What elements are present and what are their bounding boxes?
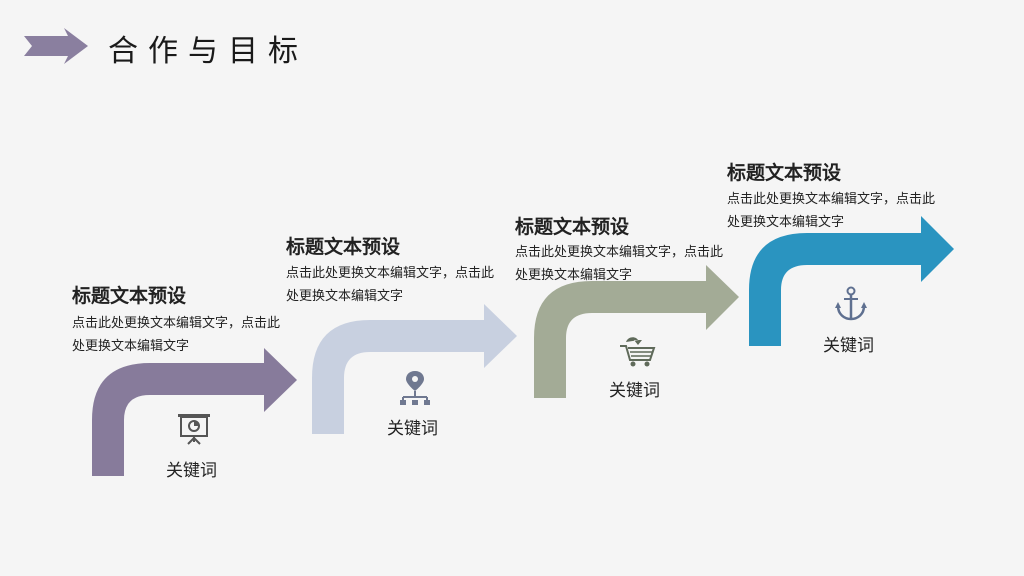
page-title: 合作与目标: [108, 34, 308, 69]
step-2-keyword: 关键词: [387, 419, 438, 439]
step-1-keyword: 关键词: [166, 461, 217, 481]
step-2-description: 点击此处更换文本编辑文字，点击此处更换文本编辑文字: [286, 266, 495, 304]
step-3-title: 标题文本预设: [515, 216, 630, 238]
step-1-title: 标题文本预设: [72, 285, 187, 307]
step-1-description: 点击此处更换文本编辑文字，点击此处更换文本编辑文字: [72, 316, 281, 354]
bent-arrow-3: [534, 265, 739, 398]
shopping-cart-icon: [620, 337, 656, 367]
bent-arrow-2: [312, 304, 517, 434]
bent-arrow-1: [92, 348, 297, 476]
header-arrow-icon: [24, 28, 88, 64]
step-2-title: 标题文本预设: [286, 236, 401, 258]
step-4-title: 标题文本预设: [727, 162, 842, 184]
bent-arrow-4: [749, 216, 954, 346]
presentation-board-icon: [178, 414, 210, 445]
step-3-description: 点击此处更换文本编辑文字，点击此处更换文本编辑文字: [515, 245, 724, 283]
step-4-description: 点击此处更换文本编辑文字，点击此处更换文本编辑文字: [727, 192, 936, 230]
step-3-keyword: 关键词: [609, 381, 660, 401]
step-4-keyword: 关键词: [823, 336, 874, 356]
anchor-icon: [835, 286, 867, 321]
location-network-icon: [400, 371, 430, 405]
